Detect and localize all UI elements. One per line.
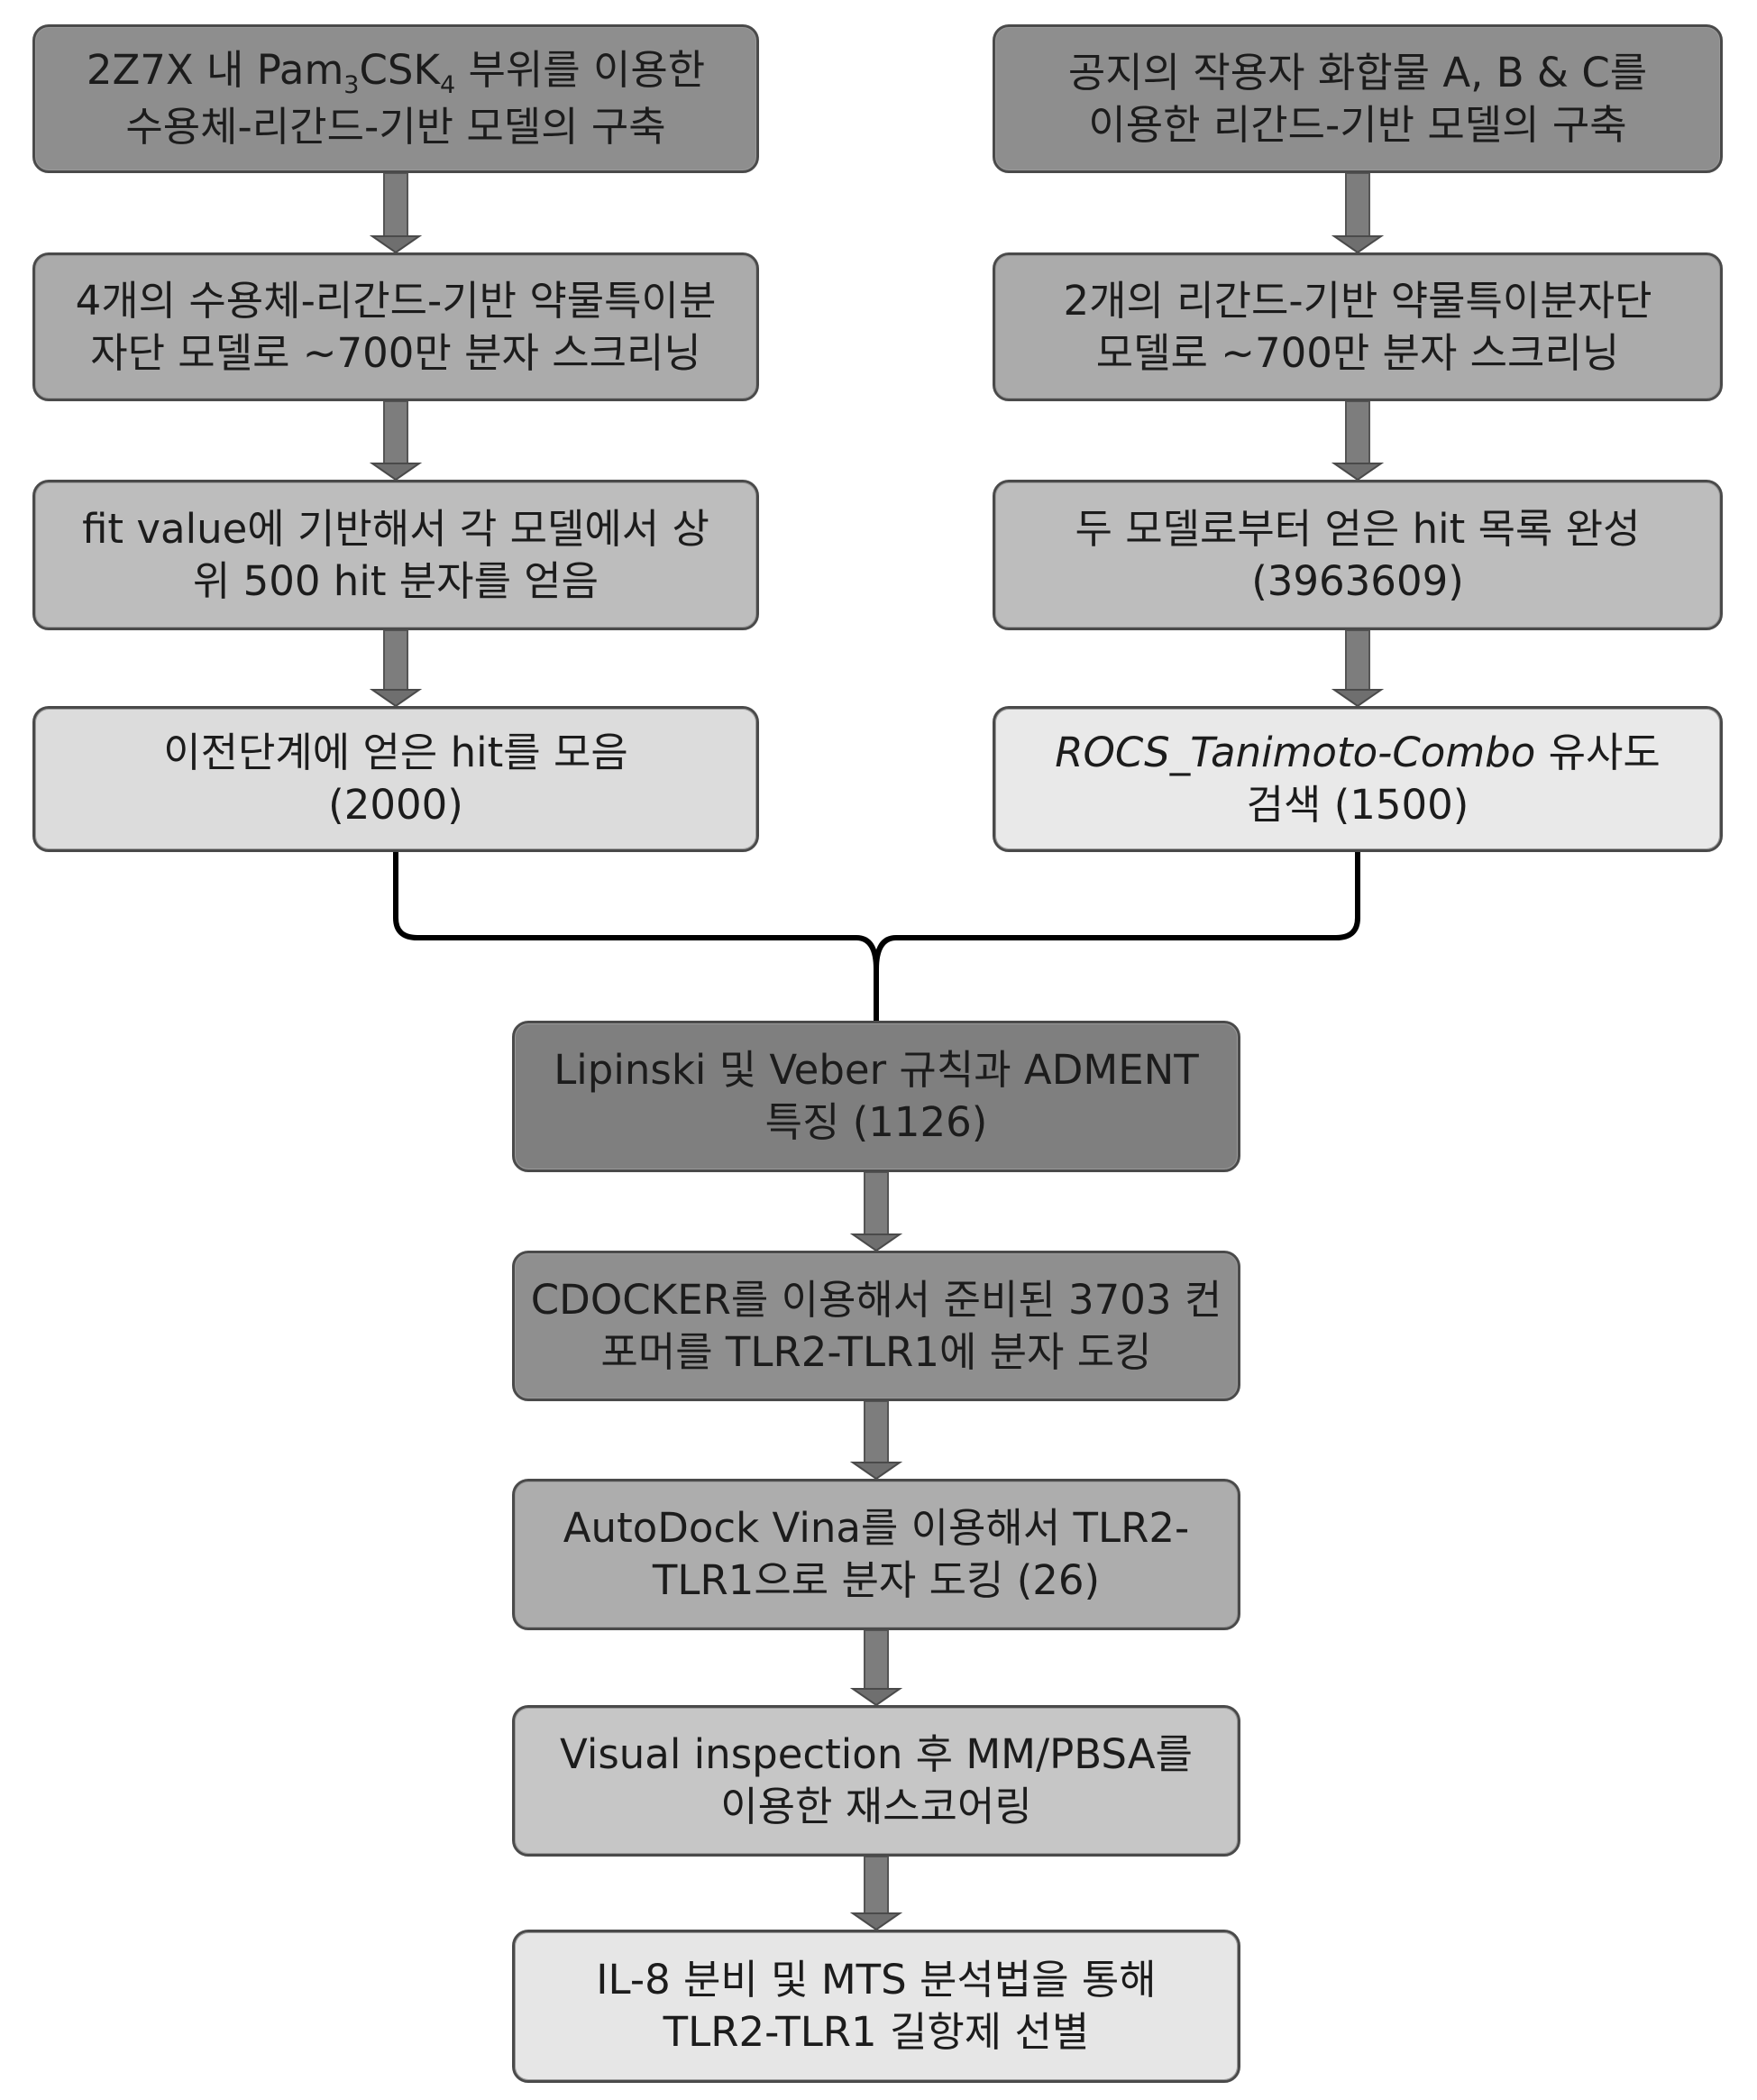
step-text-line: 2Z7X 내 Pam3CSK4 부위를 이용한 xyxy=(87,44,705,102)
right-step-2: 2개의 리간드-기반 약물특이분자단모델로 ~700만 분자 스크리닝 xyxy=(993,252,1723,401)
main-step-2: CDOCKER를 이용해서 준비된 3703 컨포머를 TLR2-TLR1에 분… xyxy=(512,1251,1240,1401)
step-text-line: 포머를 TLR2-TLR1에 분자 도킹 xyxy=(600,1326,1151,1379)
text-run: 포머를 TLR2-TLR1에 분자 도킹 xyxy=(600,1328,1151,1376)
main-step-4: Visual inspection 후 MM/PBSA를이용한 재스코어링 xyxy=(512,1705,1240,1857)
text-run: 부위를 이용한 xyxy=(455,46,705,94)
step-text-line: 2개의 리간드-기반 약물특이분자단 xyxy=(1063,275,1652,327)
down-arrow-icon xyxy=(1334,630,1381,706)
down-arrow-icon xyxy=(853,1172,900,1251)
down-arrow-icon xyxy=(372,173,419,252)
step-text-line: TLR2-TLR1 길항제 선별 xyxy=(663,2006,1090,2059)
main-step-5: IL-8 분비 및 MTS 분석법을 통해TLR2-TLR1 길항제 선별 xyxy=(512,1930,1240,2083)
step-text-line: 이용한 리간드-기반 모델의 구축 xyxy=(1088,99,1626,151)
text-run: 이용한 리간드-기반 모델의 구축 xyxy=(1088,101,1626,149)
step-text-line: AutoDock Vina를 이용해서 TLR2- xyxy=(563,1502,1189,1554)
step-text-line: CDOCKER를 이용해서 준비된 3703 컨 xyxy=(531,1274,1222,1326)
text-run: 유사도 xyxy=(1535,729,1661,776)
down-arrow-icon xyxy=(1334,401,1381,480)
right-step-4: ROCS_Tanimoto-Combo 유사도검색 (1500) xyxy=(993,706,1723,852)
text-run: 자단 모델로 ~700만 분자 스크리닝 xyxy=(90,329,701,377)
step-text-line: IL-8 분비 및 MTS 분석법을 통해 xyxy=(596,1954,1156,2006)
step-text-line: Lipinski 및 Veber 규칙과 ADMENT xyxy=(554,1044,1199,1096)
text-run: 4개의 수용체-리간드-기반 약물특이분 xyxy=(76,277,717,325)
right-step-1: 공지의 작용자 화합물 A, B & C를이용한 리간드-기반 모델의 구축 xyxy=(993,24,1723,173)
text-run: (2000) xyxy=(328,781,463,829)
right-step-3: 두 모델로부터 얻은 hit 목록 완성(3963609) xyxy=(993,480,1723,630)
text-run: 검색 (1500) xyxy=(1247,781,1469,829)
step-text-line: ROCS_Tanimoto-Combo 유사도 xyxy=(1055,727,1661,779)
step-text-line: (3963609) xyxy=(1251,555,1464,608)
down-arrow-icon xyxy=(1334,173,1381,252)
text-run: 2개의 리간드-기반 약물특이분자단 xyxy=(1063,277,1652,325)
text-run: Visual inspection 후 MM/PBSA를 xyxy=(560,1730,1193,1778)
text-run: 공지의 작용자 화합물 A, B & C를 xyxy=(1068,49,1647,96)
text-run: 모델로 ~700만 분자 스크리닝 xyxy=(1096,329,1620,377)
down-arrow-icon xyxy=(372,401,419,480)
text-run: 수용체-리간드-기반 모델의 구축 xyxy=(125,103,665,151)
step-text-line: 두 모델로부터 얻은 hit 목록 완성 xyxy=(1075,503,1641,555)
merge-brace xyxy=(396,852,1358,1021)
step-text-line: 위 500 hit 분자를 얻음 xyxy=(193,555,599,608)
text-run: Lipinski 및 Veber 규칙과 ADMENT xyxy=(554,1046,1199,1094)
text-run: (3963609) xyxy=(1251,557,1464,605)
main-step-3: AutoDock Vina를 이용해서 TLR2-TLR1으로 분자 도킹 (2… xyxy=(512,1479,1240,1630)
step-text-line: (2000) xyxy=(328,779,463,831)
text-run: IL-8 분비 및 MTS 분석법을 통해 xyxy=(596,1956,1156,2004)
text-run: 두 모델로부터 얻은 hit 목록 완성 xyxy=(1075,505,1641,553)
text-run: CDOCKER를 이용해서 준비된 3703 컨 xyxy=(531,1276,1222,1324)
step-text-line: 4개의 수용체-리간드-기반 약물특이분 xyxy=(76,275,717,327)
step-text-line: 공지의 작용자 화합물 A, B & C를 xyxy=(1068,47,1647,99)
step-text-line: 모델로 ~700만 분자 스크리닝 xyxy=(1096,327,1620,380)
text-run: fit value에 기반해서 각 모델에서 상 xyxy=(82,505,709,553)
down-arrow-icon xyxy=(372,630,419,706)
text-run: TLR2-TLR1 길항제 선별 xyxy=(663,2008,1090,2056)
text-run: 이전단계에 얻은 hit를 모음 xyxy=(163,729,628,776)
down-arrow-icon xyxy=(853,1630,900,1705)
text-run: 특징 (1126) xyxy=(765,1098,988,1146)
text-run: 위 500 hit 분자를 얻음 xyxy=(193,557,599,605)
step-text-line: 수용체-리간드-기반 모델의 구축 xyxy=(125,101,665,153)
step-text-line: fit value에 기반해서 각 모델에서 상 xyxy=(82,503,709,555)
subscript: 4 xyxy=(440,71,455,99)
left-step-2: 4개의 수용체-리간드-기반 약물특이분자단 모델로 ~700만 분자 스크리닝 xyxy=(32,252,759,401)
step-text-line: 특징 (1126) xyxy=(765,1096,988,1149)
step-text-line: 이전단계에 얻은 hit를 모음 xyxy=(163,727,628,779)
text-run: 2Z7X 내 Pam xyxy=(87,46,343,94)
step-text-line: TLR1으로 분자 도킹 (26) xyxy=(653,1554,1100,1607)
down-arrow-icon xyxy=(853,1857,900,1930)
subscript: 3 xyxy=(343,71,359,99)
text-run: AutoDock Vina를 이용해서 TLR2- xyxy=(563,1504,1189,1552)
text-run: TLR1으로 분자 도킹 (26) xyxy=(653,1556,1100,1604)
step-text-line: Visual inspection 후 MM/PBSA를 xyxy=(560,1729,1193,1781)
step-text-line: 이용한 재스코어링 xyxy=(720,1781,1032,1833)
left-step-1: 2Z7X 내 Pam3CSK4 부위를 이용한수용체-리간드-기반 모델의 구축 xyxy=(32,24,759,173)
text-run: 이용한 재스코어링 xyxy=(720,1783,1032,1830)
left-step-4: 이전단계에 얻은 hit를 모음 (2000) xyxy=(32,706,759,852)
step-text-line: 자단 모델로 ~700만 분자 스크리닝 xyxy=(90,327,701,380)
left-step-3: fit value에 기반해서 각 모델에서 상위 500 hit 분자를 얻음 xyxy=(32,480,759,630)
down-arrow-icon xyxy=(853,1401,900,1479)
italic-text: ROCS_Tanimoto-Combo xyxy=(1055,729,1535,776)
text-run: CSK xyxy=(359,46,440,94)
main-step-1: Lipinski 및 Veber 규칙과 ADMENT특징 (1126) xyxy=(512,1021,1240,1172)
step-text-line: 검색 (1500) xyxy=(1247,779,1469,831)
